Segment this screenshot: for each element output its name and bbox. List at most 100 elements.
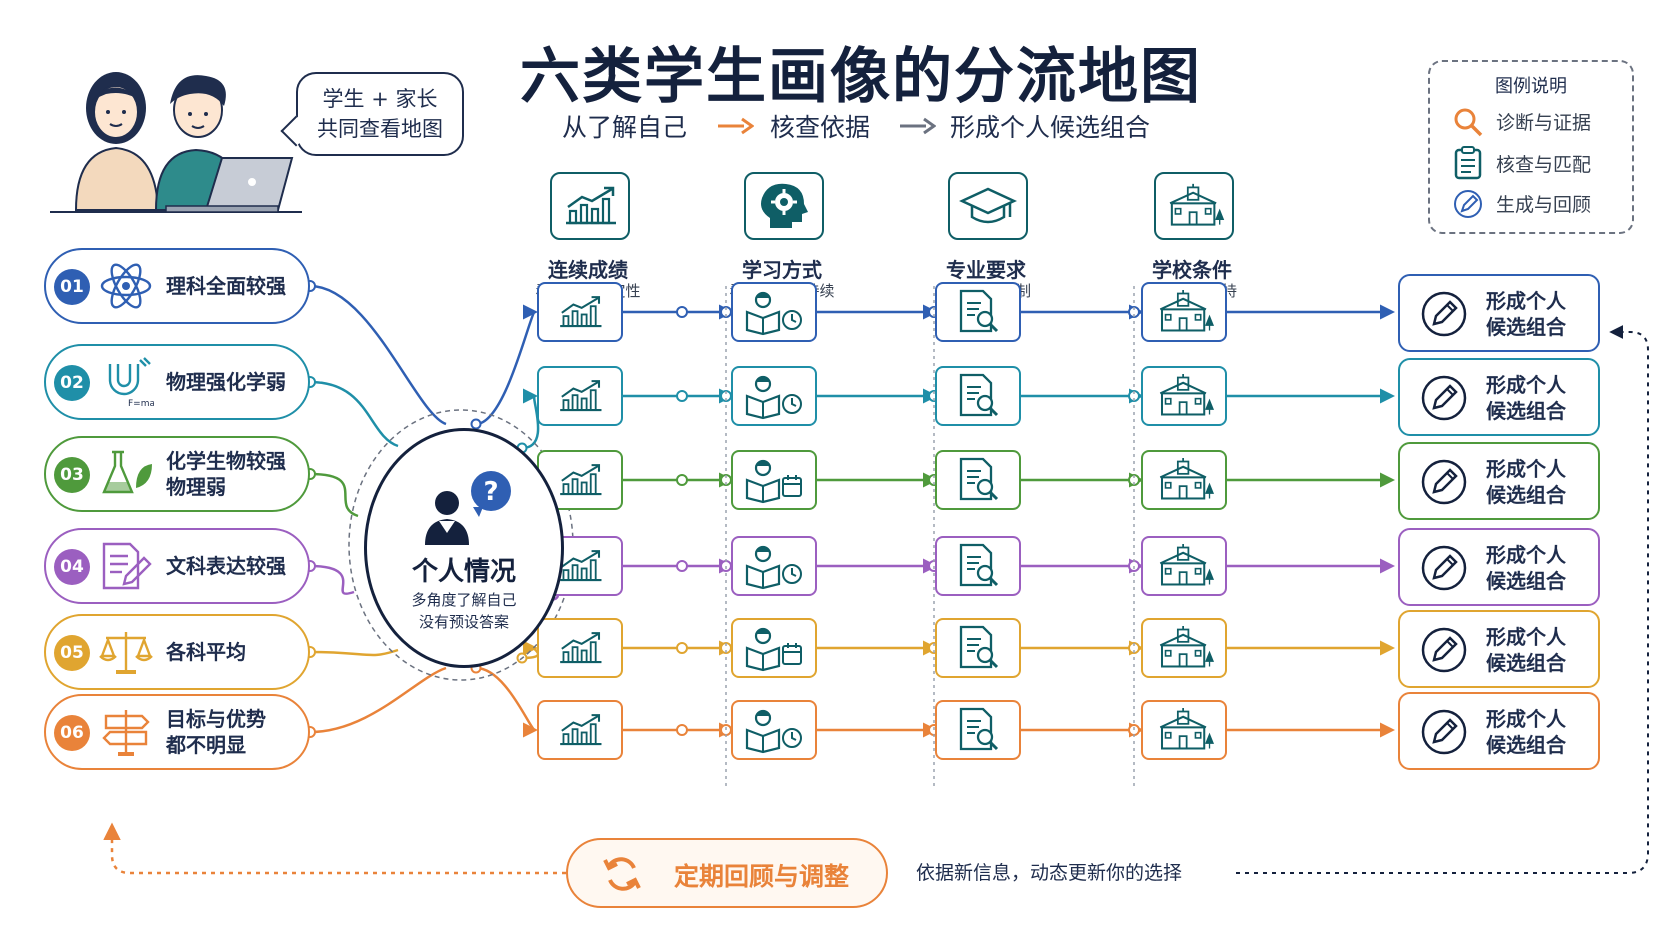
legend-item-2: 生成与回顾 bbox=[1496, 194, 1592, 216]
graduation-cap-icon bbox=[948, 172, 1028, 240]
column-dividers bbox=[725, 286, 1135, 790]
profile-label: 物理强化学弱 bbox=[166, 369, 286, 395]
result-line-2: 候选组合 bbox=[1486, 399, 1566, 423]
result-text: 形成个人候选组合 bbox=[1486, 372, 1566, 424]
profile-card-06[interactable]: 06 目标与优势都不明显 bbox=[44, 694, 310, 770]
person-question-icon: ? bbox=[425, 471, 511, 545]
subtitle-step-2: 核查依据 bbox=[770, 113, 871, 142]
head-gear-icon bbox=[744, 172, 824, 240]
result-line-1: 形成个人 bbox=[1486, 373, 1566, 397]
result-text: 形成个人候选组合 bbox=[1486, 542, 1566, 594]
profile-number: 02 bbox=[54, 365, 90, 401]
subtitle-arrow-gray-icon bbox=[900, 117, 936, 135]
candidate-combination-card[interactable]: 形成个人候选组合 bbox=[1398, 528, 1600, 606]
school-icon bbox=[1154, 172, 1234, 240]
trend-chart-node[interactable] bbox=[537, 700, 623, 760]
subtitle-step-1: 从了解自己 bbox=[562, 113, 688, 142]
pen-circle-icon bbox=[1420, 708, 1468, 756]
review-loop-line-right bbox=[1236, 325, 1649, 874]
pen-circle-icon bbox=[1420, 374, 1468, 422]
result-text: 形成个人候选组合 bbox=[1486, 456, 1566, 508]
profile-connector bbox=[304, 662, 538, 738]
profile-card-04[interactable]: 04 文科表达较强 bbox=[44, 528, 310, 604]
profile-number: 04 bbox=[54, 549, 90, 585]
profile-card-03[interactable]: 03 化学生物较强物理弱 bbox=[44, 436, 310, 512]
lane-dot bbox=[676, 642, 688, 654]
major-requirement-node[interactable] bbox=[935, 366, 1021, 426]
result-line-2: 候选组合 bbox=[1486, 483, 1566, 507]
study-method-node[interactable] bbox=[731, 282, 817, 342]
profile-label: 理科全面较强 bbox=[166, 273, 286, 299]
stage-title: 专业要求 bbox=[946, 258, 1026, 282]
result-line-2: 候选组合 bbox=[1486, 733, 1566, 757]
profile-card-01[interactable]: 01 理科全面较强 bbox=[44, 248, 310, 324]
major-requirement-node[interactable] bbox=[935, 618, 1021, 678]
major-requirement-node[interactable] bbox=[935, 536, 1021, 596]
profile-number: 03 bbox=[54, 457, 90, 493]
profile-label-line: 目标与优势 bbox=[166, 707, 266, 731]
stage-header-2: 专业要求 看方向与限制 bbox=[886, 172, 1086, 302]
lane-dot bbox=[676, 560, 688, 572]
flask-leaf-icon bbox=[98, 448, 154, 500]
study-method-node[interactable] bbox=[731, 700, 817, 760]
result-line-1: 形成个人 bbox=[1486, 625, 1566, 649]
pen-circle-icon bbox=[1420, 544, 1468, 592]
result-text: 形成个人候选组合 bbox=[1486, 706, 1566, 758]
school-condition-node[interactable] bbox=[1141, 700, 1227, 760]
study-method-node[interactable] bbox=[731, 450, 817, 510]
bubble-line-1: 学生 + 家长 bbox=[322, 87, 438, 111]
review-button[interactable]: 定期回顾与调整 bbox=[566, 838, 888, 908]
speech-bubble: 学生 + 家长 共同查看地图 bbox=[296, 72, 464, 156]
review-label: 定期回顾与调整 bbox=[674, 862, 850, 891]
profile-card-02[interactable]: 02 F=ma 物理强化学弱 bbox=[44, 344, 310, 420]
profile-label-line: 各科平均 bbox=[166, 640, 246, 664]
candidate-combination-card[interactable]: 形成个人候选组合 bbox=[1398, 610, 1600, 688]
candidate-combination-card[interactable]: 形成个人候选组合 bbox=[1398, 358, 1600, 436]
profile-number: 05 bbox=[54, 635, 90, 671]
school-condition-node[interactable] bbox=[1141, 536, 1227, 596]
stage-title: 连续成绩 bbox=[548, 258, 628, 282]
result-line-2: 候选组合 bbox=[1486, 569, 1566, 593]
result-line-1: 形成个人 bbox=[1486, 289, 1566, 313]
lane-dot bbox=[676, 306, 688, 318]
chart-icon bbox=[550, 172, 630, 240]
document-pen-icon bbox=[98, 540, 154, 592]
result-text: 形成个人候选组合 bbox=[1486, 624, 1566, 676]
review-loop-line bbox=[103, 822, 566, 875]
magnifier-icon bbox=[1454, 108, 1483, 137]
profile-label: 各科平均 bbox=[166, 639, 246, 665]
school-condition-node[interactable] bbox=[1141, 282, 1227, 342]
candidate-combination-card[interactable]: 形成个人候选组合 bbox=[1398, 274, 1600, 352]
trend-chart-node[interactable] bbox=[537, 618, 623, 678]
school-condition-node[interactable] bbox=[1141, 366, 1227, 426]
profile-number: 06 bbox=[54, 715, 90, 751]
study-method-node[interactable] bbox=[731, 536, 817, 596]
center-sub-1: 多角度了解自己 bbox=[411, 591, 517, 609]
candidate-combination-card[interactable]: 形成个人候选组合 bbox=[1398, 692, 1600, 770]
center-sub-2: 没有预设答案 bbox=[418, 613, 509, 631]
profile-card-05[interactable]: 05 各科平均 bbox=[44, 614, 310, 690]
legend-item-1: 核查与匹配 bbox=[1496, 154, 1592, 176]
lane-dot bbox=[676, 474, 688, 486]
subtitle-step-3: 形成个人候选组合 bbox=[950, 113, 1151, 142]
review-note: 依据新信息，动态更新你的选择 bbox=[916, 862, 1183, 884]
profile-number: 01 bbox=[54, 269, 90, 305]
trend-chart-node[interactable] bbox=[537, 282, 623, 342]
result-line-1: 形成个人 bbox=[1486, 707, 1566, 731]
pen-icon bbox=[1454, 190, 1482, 218]
major-requirement-node[interactable] bbox=[935, 700, 1021, 760]
major-requirement-node[interactable] bbox=[935, 450, 1021, 510]
result-text: 形成个人候选组合 bbox=[1486, 288, 1566, 340]
trend-chart-node[interactable] bbox=[537, 366, 623, 426]
subtitle-arrow-orange-icon bbox=[718, 117, 754, 135]
candidate-combination-card[interactable]: 形成个人候选组合 bbox=[1398, 442, 1600, 520]
profile-label: 目标与优势都不明显 bbox=[166, 706, 266, 758]
profile-label: 文科表达较强 bbox=[166, 553, 286, 579]
scales-icon bbox=[98, 626, 154, 678]
major-requirement-node[interactable] bbox=[935, 282, 1021, 342]
school-condition-node[interactable] bbox=[1141, 450, 1227, 510]
study-method-node[interactable] bbox=[731, 366, 817, 426]
center-personal-situation: ? 个人情况 多角度了解自己 没有预设答案 bbox=[364, 428, 564, 668]
school-condition-node[interactable] bbox=[1141, 618, 1227, 678]
study-method-node[interactable] bbox=[731, 618, 817, 678]
